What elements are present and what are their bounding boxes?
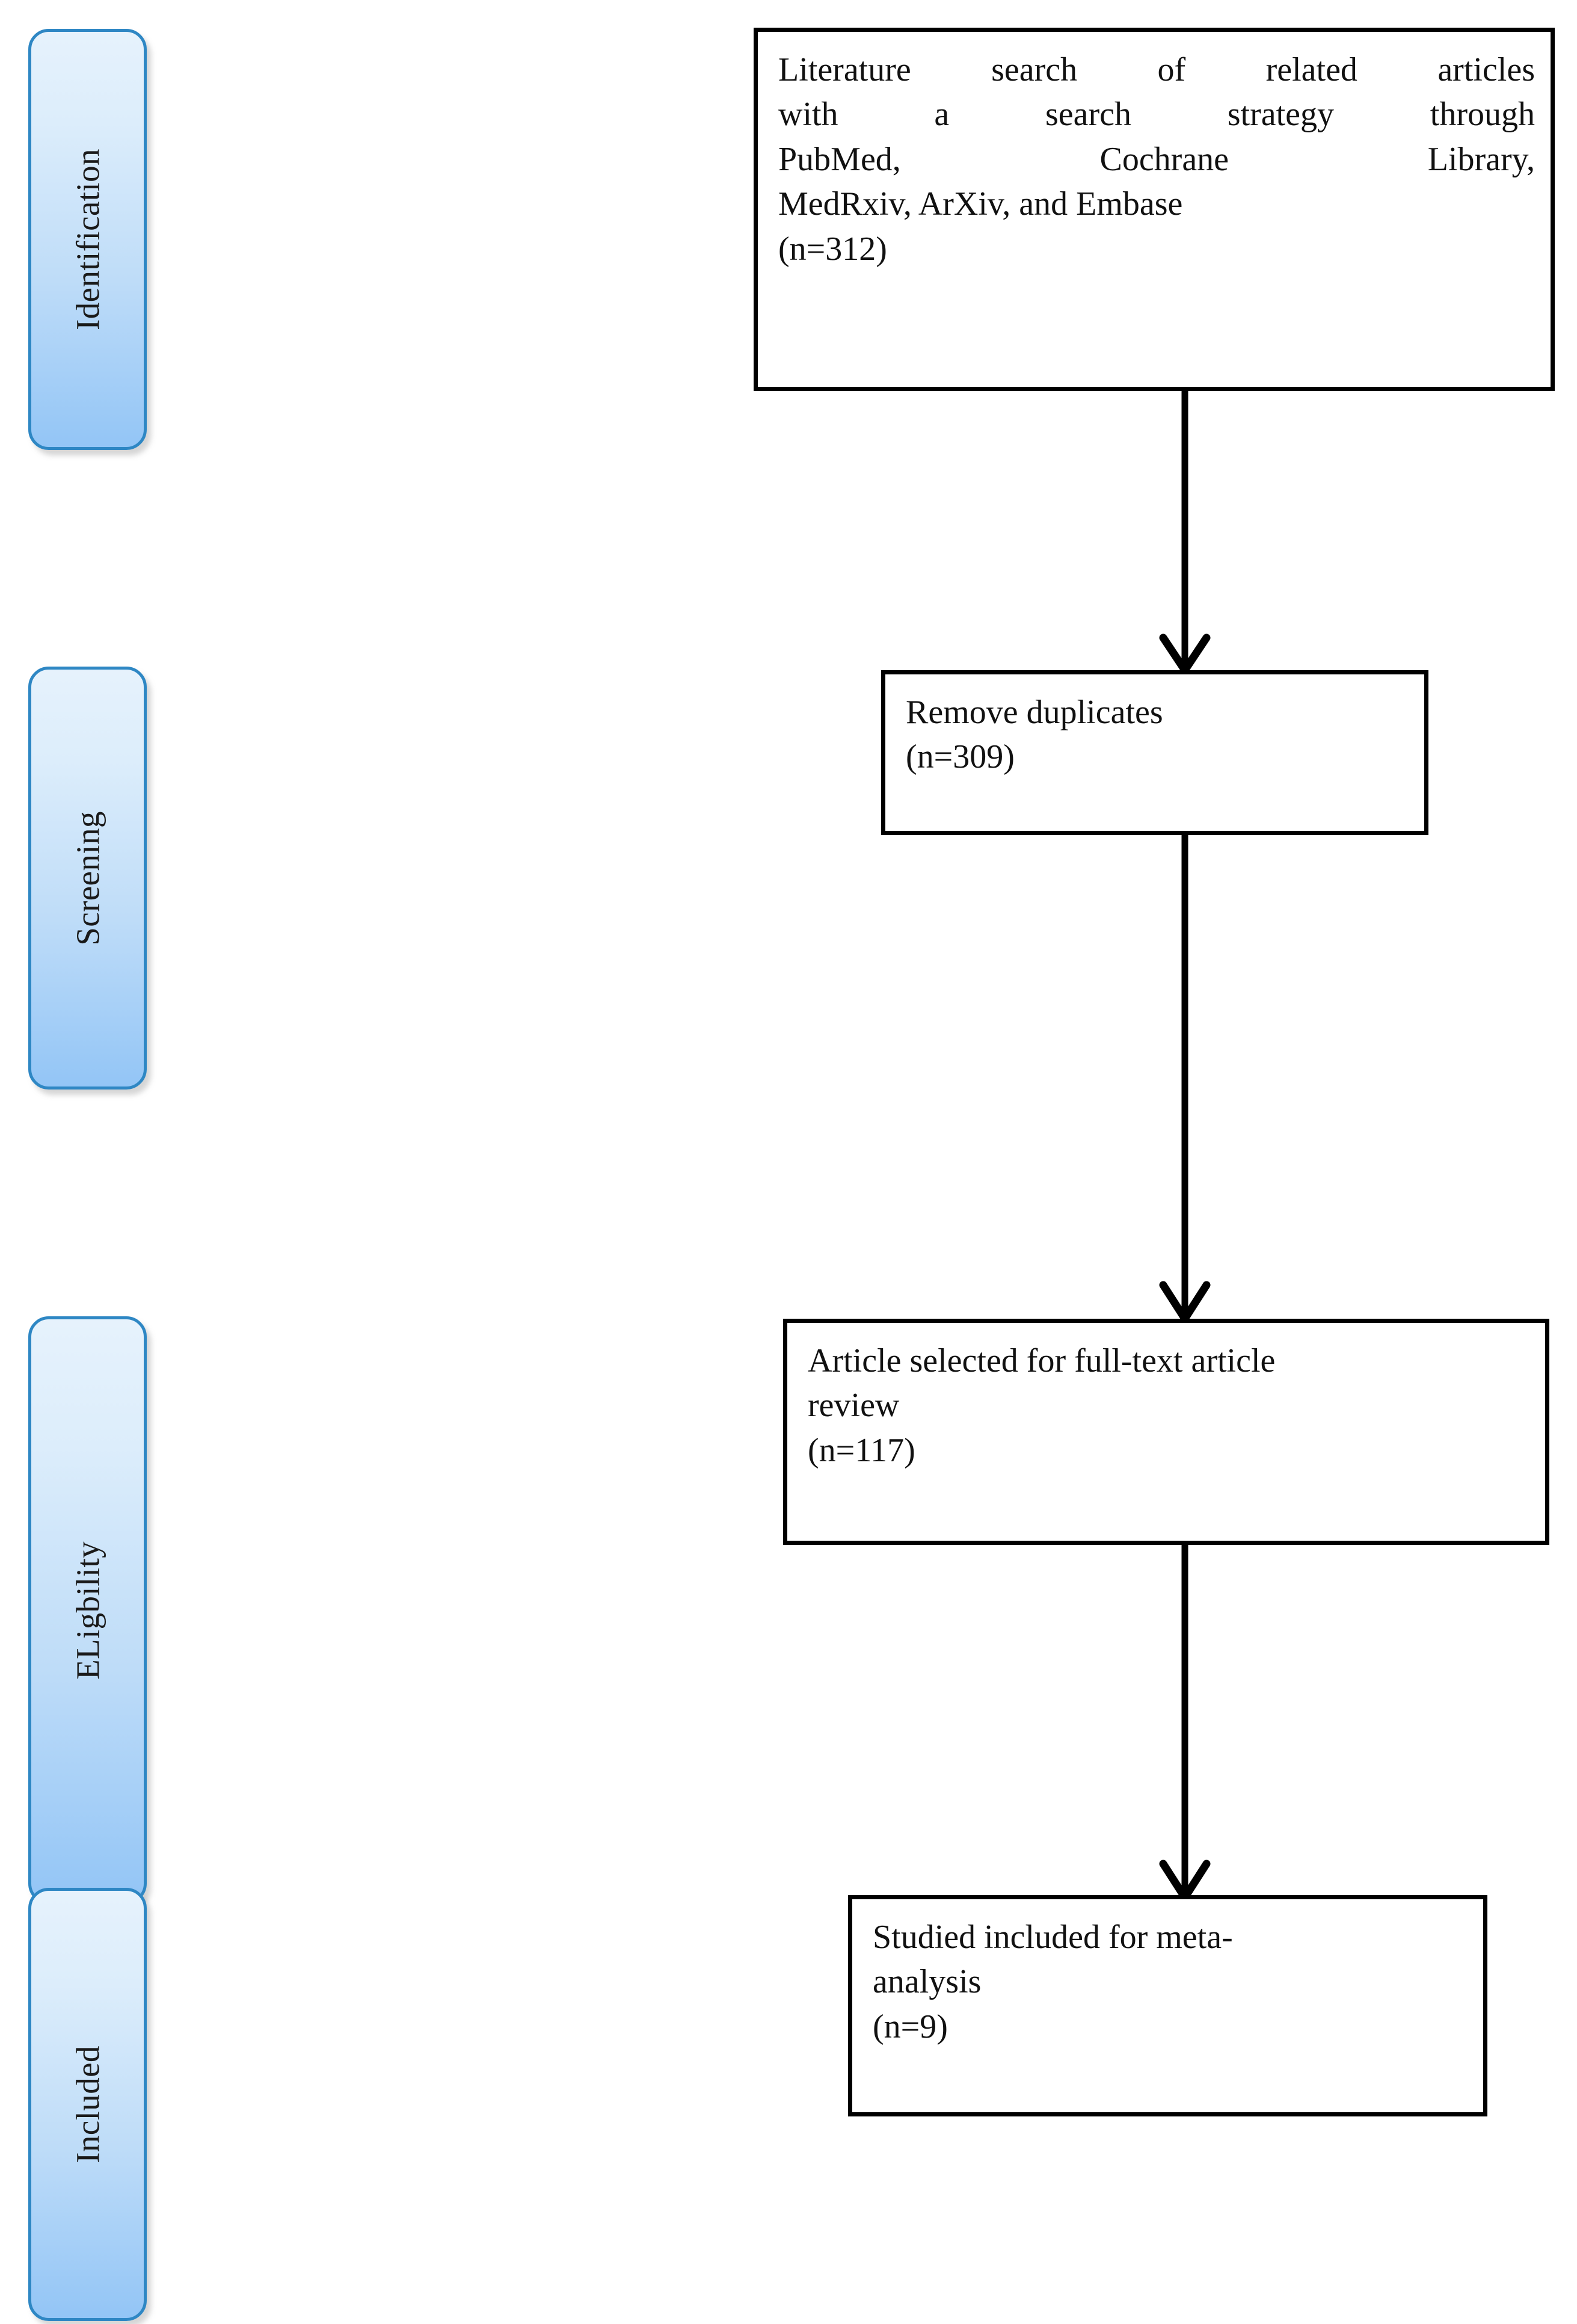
flow-box-line: analysis bbox=[873, 1963, 982, 2001]
arrow-duplicates-to-fulltext bbox=[1143, 835, 1227, 1323]
flow-box-full-text-review: Article selected for full-text article r… bbox=[783, 1319, 1549, 1545]
stage-label-identification: Identification bbox=[69, 149, 106, 330]
flow-box-count: (n=117) bbox=[808, 1431, 915, 1469]
flow-box-line: Studied included for meta- bbox=[873, 1919, 1233, 1956]
flow-box-line: PubMed, Cochrane Library, bbox=[778, 140, 1535, 178]
flow-box-line: MedRxiv, ArXiv, and Embase bbox=[778, 185, 1183, 223]
flow-box-line: Remove duplicates bbox=[906, 694, 1163, 731]
arrow-svg bbox=[1159, 835, 1211, 1323]
arrow-search-to-duplicates bbox=[1143, 391, 1227, 674]
arrow-svg bbox=[1159, 1545, 1211, 1902]
flow-box-remove-duplicates-text: Remove duplicates (n=309) bbox=[906, 690, 1409, 780]
flow-box-line: Literature search of related articles bbox=[778, 51, 1535, 88]
flow-box-meta-analysis-text: Studied included for meta- analysis (n=9… bbox=[873, 1915, 1468, 2049]
flow-box-count: (n=312) bbox=[778, 230, 887, 268]
flow-box-line: with a search strategy through bbox=[778, 96, 1535, 134]
stage-pill-identification: Identification bbox=[28, 29, 147, 450]
flow-box-line: review bbox=[808, 1387, 900, 1425]
flow-box-literature-search-text: Literature search of related articles wi… bbox=[778, 48, 1535, 271]
stage-label-screening: Screening bbox=[69, 810, 106, 946]
flow-box-remove-duplicates: Remove duplicates (n=309) bbox=[881, 670, 1428, 835]
flow-box-count: (n=309) bbox=[906, 738, 1015, 776]
flow-box-literature-search: Literature search of related articles wi… bbox=[754, 28, 1555, 391]
stage-pill-screening: Screening bbox=[28, 667, 147, 1090]
stage-pill-eligibility: ELigbility bbox=[28, 1316, 147, 1904]
stage-pill-included: Included bbox=[28, 1888, 147, 2321]
stage-label-included: Included bbox=[69, 2045, 106, 2163]
stage-label-eligibility: ELigbility bbox=[69, 1541, 106, 1680]
flow-box-meta-analysis: Studied included for meta- analysis (n=9… bbox=[848, 1895, 1487, 2116]
flow-box-full-text-review-text: Article selected for full-text article r… bbox=[808, 1339, 1529, 1473]
flow-box-count: (n=9) bbox=[873, 2008, 948, 2045]
flow-box-line: Article selected for full-text article bbox=[808, 1342, 1276, 1379]
arrow-fulltext-to-meta bbox=[1143, 1545, 1227, 1902]
arrow-svg bbox=[1159, 391, 1211, 674]
